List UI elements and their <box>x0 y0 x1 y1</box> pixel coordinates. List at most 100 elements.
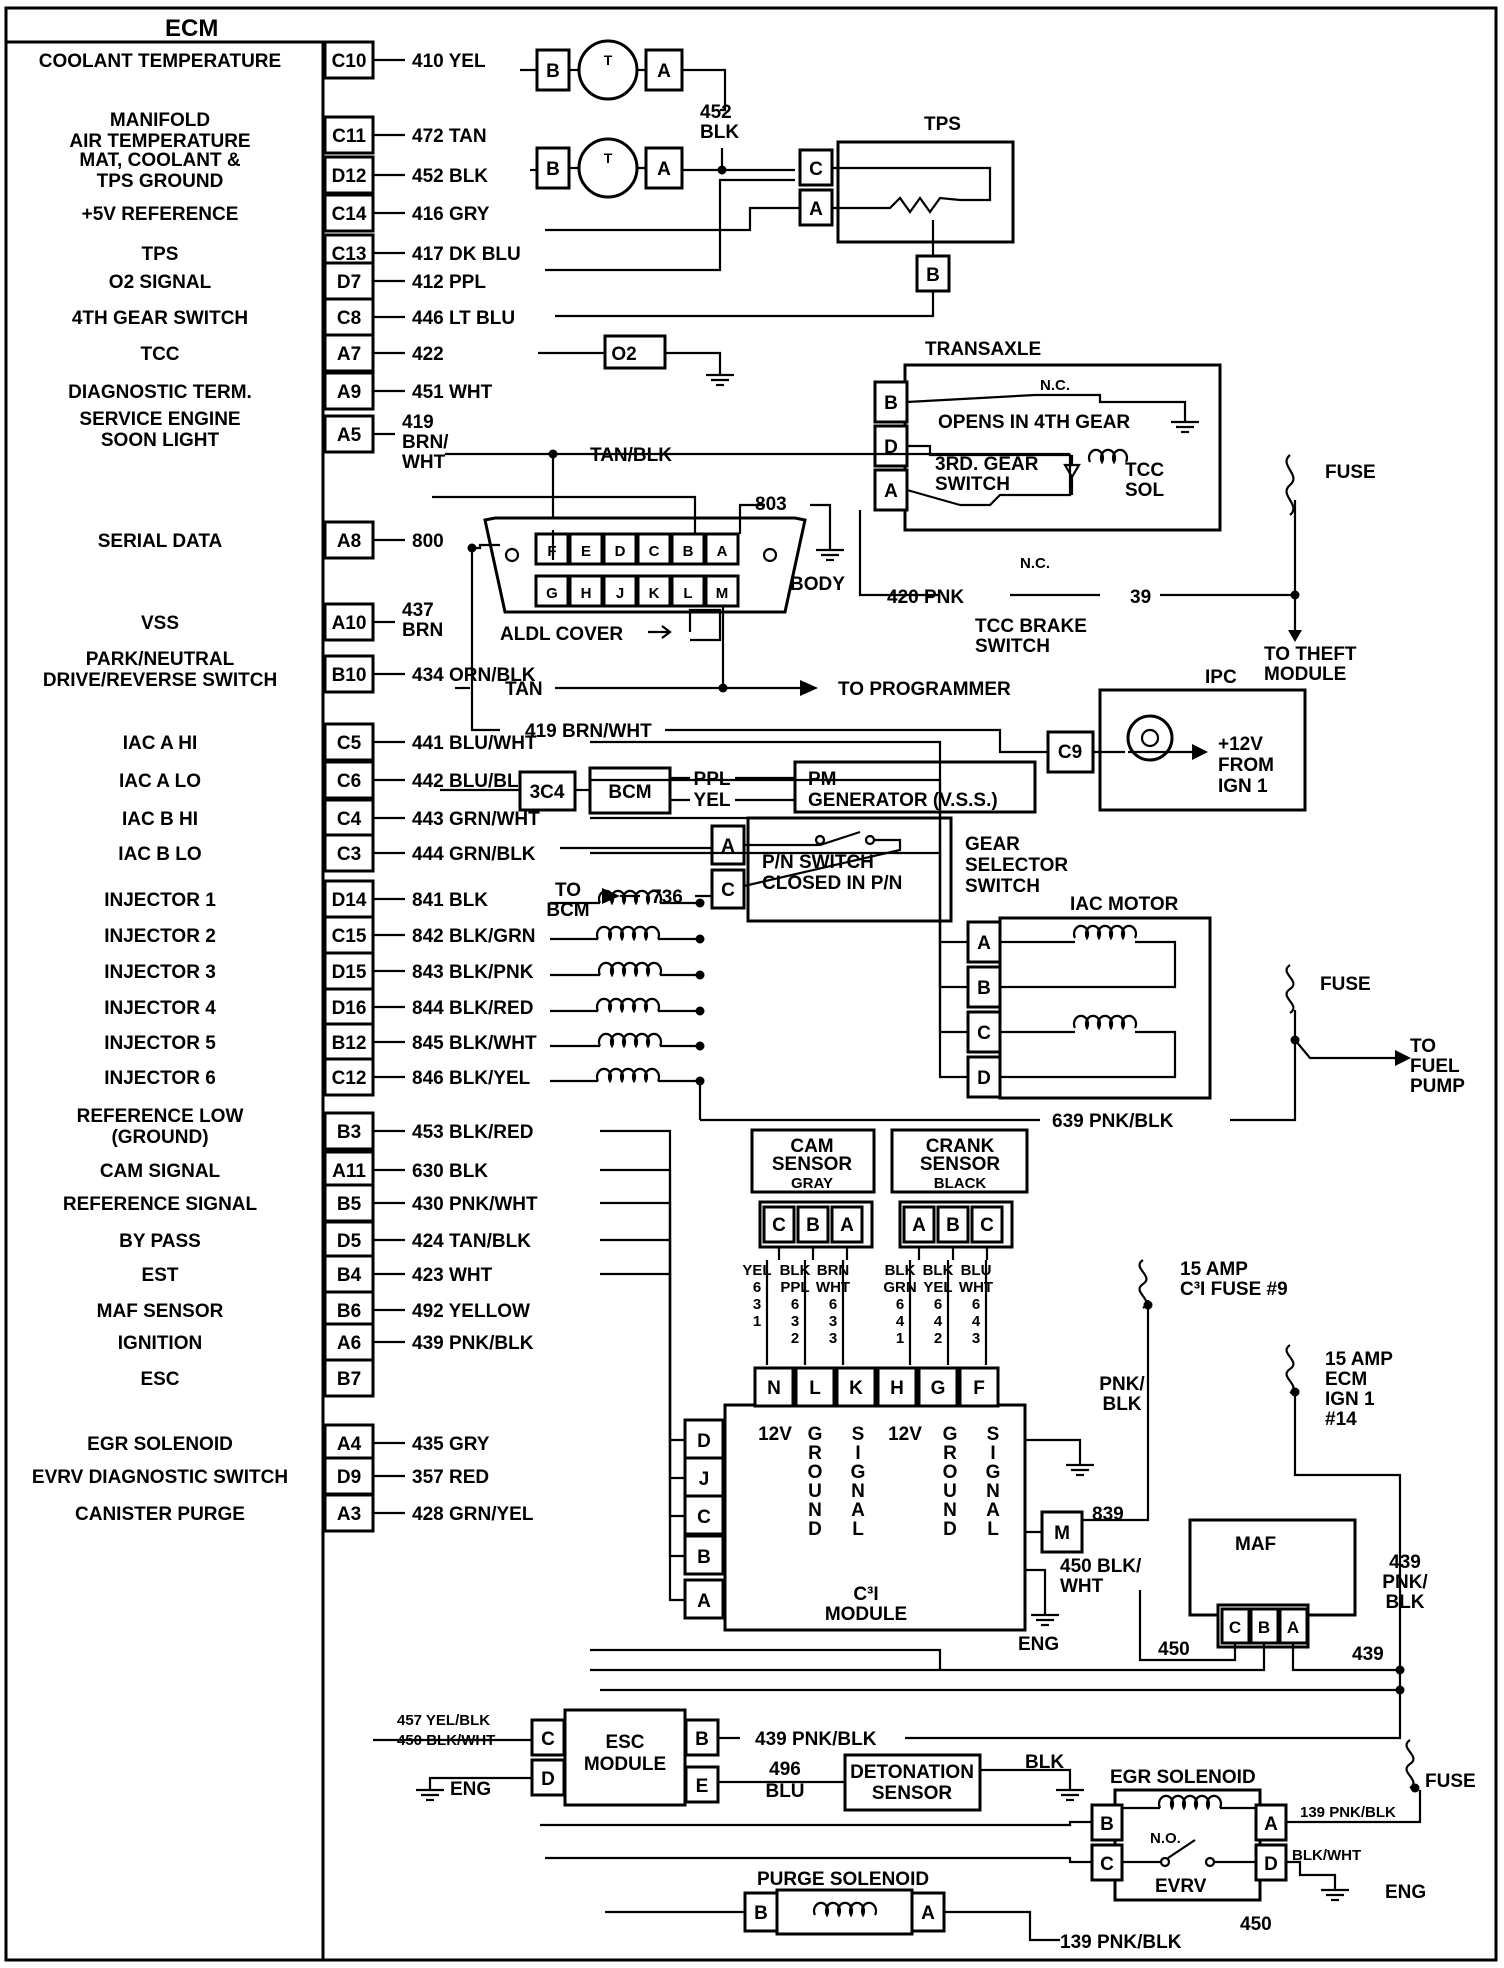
aldl-pin <box>636 574 672 608</box>
c3i-side-pin-label: C <box>697 1507 711 1528</box>
wire-label: 472 TAN <box>412 126 487 147</box>
ecm-pin-label: 4TH GEAR SWITCH <box>72 308 248 329</box>
wire-label: 843 BLK/PNK <box>412 962 534 983</box>
wire-450bw: 450 BLK/WHT <box>1060 1556 1142 1597</box>
ecm-pin-label: REFERENCE LOW(GROUND) <box>77 1106 244 1148</box>
splice-dot <box>718 683 728 693</box>
crank-pin-label: A <box>912 1215 926 1236</box>
ecm-pin-box <box>323 333 375 373</box>
thermistor-t: T <box>604 52 613 68</box>
wire-line <box>1291 1643 1400 1672</box>
ecm-pin-id: D15 <box>332 962 367 983</box>
c3i-side-pin <box>683 1578 725 1620</box>
ipc-pin-c9-label: C9 <box>1058 742 1082 763</box>
ecm-pin-id: B4 <box>337 1265 362 1286</box>
wire-line <box>1138 1590 1237 1662</box>
tps-pin-a-label: A <box>809 199 823 220</box>
maf-pin-label: B <box>1258 1618 1270 1637</box>
iac-pin-label: B <box>977 978 991 999</box>
aldl-pin-label: G <box>546 585 558 602</box>
crank-sensor-box <box>890 1128 1029 1194</box>
transaxle-pin <box>873 468 909 512</box>
crank-black-label: BLACK <box>934 1175 987 1192</box>
c3i-side-pin <box>683 1456 725 1498</box>
cam-pin <box>762 1205 796 1244</box>
outer-frame <box>4 6 1498 1962</box>
c3i-top-pin <box>794 1366 836 1408</box>
fuse-egr-label: FUSE <box>1425 1771 1476 1792</box>
ecm-pin-id: D7 <box>337 272 361 293</box>
maf-pin <box>1220 1607 1251 1645</box>
aldl-pin <box>670 574 706 608</box>
aldl-pin-label: H <box>581 585 592 602</box>
fuse-egr-icon <box>1405 1739 1415 1789</box>
tps-pin-c <box>798 148 834 187</box>
crank-pin <box>970 1205 1004 1244</box>
c3i-terminal-text: 12V <box>758 1424 792 1445</box>
wire-line <box>688 608 722 642</box>
ecm-pin-label: CANISTER PURGE <box>75 1504 245 1525</box>
tps-pin-b-label: B <box>926 265 940 286</box>
ecm-pin-label: VSS <box>141 613 179 634</box>
ecm-pin-label: REFERENCE SIGNAL <box>63 1194 258 1215</box>
ecm-pin-label: IAC B HI <box>122 809 198 830</box>
egr-solenoid-label: EGR SOLENOID <box>1110 1767 1256 1788</box>
wire-803: 803 <box>755 494 787 515</box>
ecm-pin-id: A8 <box>337 531 361 552</box>
aldl-pin <box>670 532 706 566</box>
ecm-pin-id: D16 <box>332 998 367 1019</box>
wire-139: 139 PNK/BLK <box>1060 1932 1182 1953</box>
purge-body <box>775 1888 914 1936</box>
tps-pin-c-label: C <box>809 159 823 180</box>
transaxle-pin <box>873 380 909 424</box>
transaxle-pin-label: B <box>884 393 898 414</box>
c3i-top-pin-label: H <box>890 1378 904 1399</box>
esc-pin-d-label: D <box>541 1769 555 1790</box>
ecm-pin-label: INJECTOR 1 <box>104 890 216 911</box>
c3i-pin-m-label: M <box>1054 1523 1070 1544</box>
ecm-pin-id: C11 <box>332 126 366 147</box>
no-label: N.O. <box>1150 1830 1181 1847</box>
wire-label: 443 GRN/WHT <box>412 809 540 830</box>
cam-sensor-box <box>750 1128 876 1194</box>
splice-dot <box>695 1006 705 1016</box>
body-label: BODY <box>790 574 845 595</box>
ecm-pin-label: TPS <box>142 244 179 265</box>
purge-pin-a-label: A <box>921 1903 935 1924</box>
yel-label: YEL <box>694 790 731 811</box>
ecm-pin-id: B10 <box>332 665 367 686</box>
transaxle-pin <box>873 424 909 468</box>
wire-line <box>905 1690 1402 1740</box>
crank-pin-label: B <box>946 1215 960 1236</box>
ecm-pin-id: C4 <box>337 809 362 830</box>
tcc-coil <box>1087 448 1129 465</box>
wire-label: 845 BLK/WHT <box>412 1033 537 1054</box>
wire-label: 844 BLK/RED <box>412 998 533 1019</box>
wire-label: 416 GRY <box>412 204 490 225</box>
wire-line <box>590 1643 1266 1672</box>
aldl-pin <box>602 574 638 608</box>
c3i-side-pin-label: J <box>699 1469 710 1490</box>
maf-pin-label: A <box>1287 1618 1299 1637</box>
wire-line <box>600 1168 685 1480</box>
ecm-pin-box <box>323 115 375 155</box>
